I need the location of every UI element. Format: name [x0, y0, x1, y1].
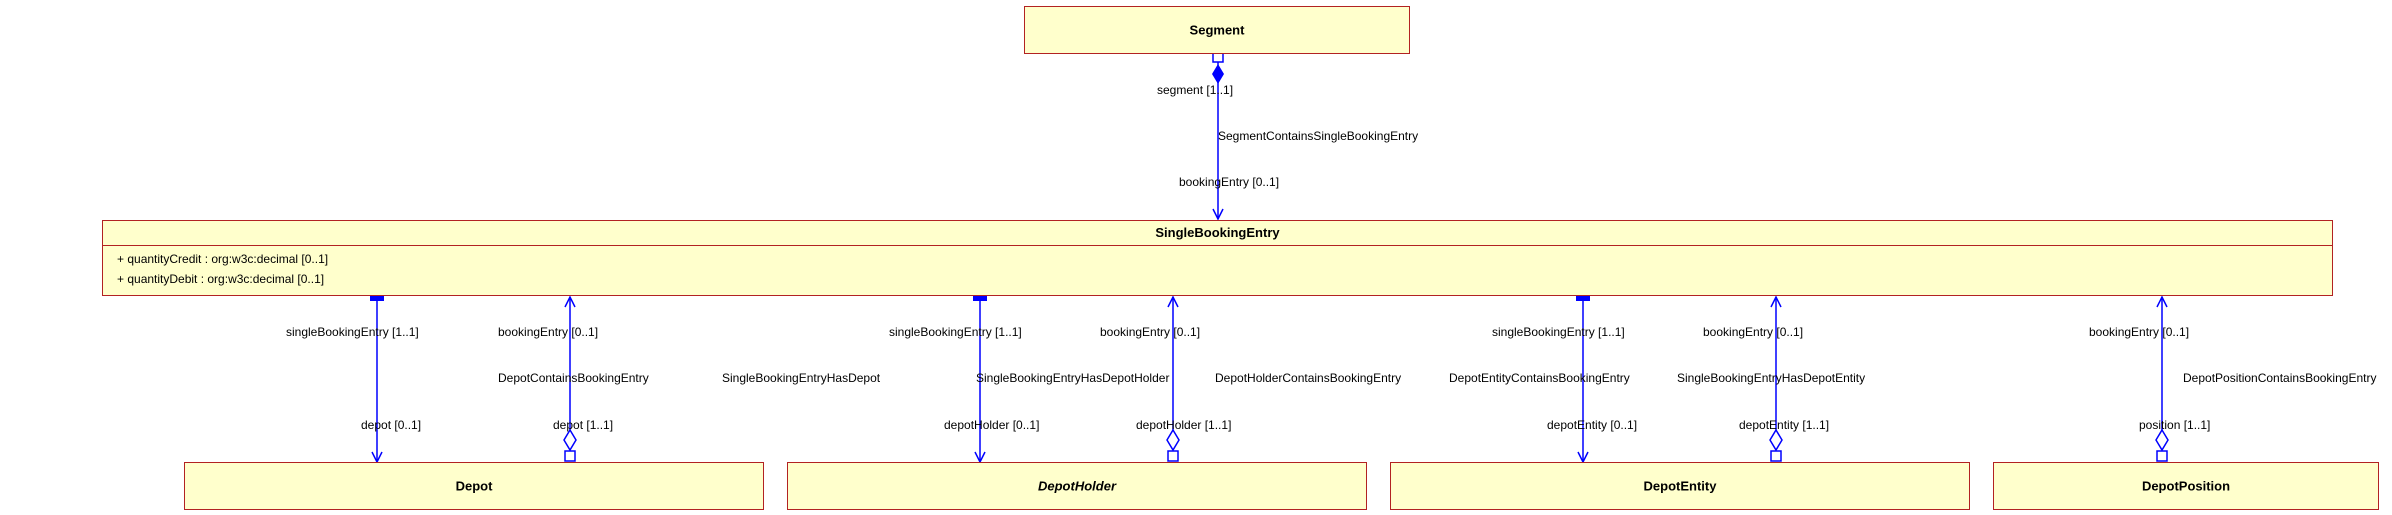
role-label-booking-entry: bookingEntry [0..1]: [1179, 175, 1280, 189]
role-label-segment: segment [1..1]: [1157, 83, 1234, 97]
class-name: Depot: [455, 478, 493, 494]
depot-contains-connector[interactable]: [563, 297, 577, 462]
class-name: SingleBookingEntry: [103, 221, 2332, 246]
association-name-depot-position-contains: DepotPositionContainsBookingEntry: [2183, 371, 2377, 385]
association-name-has-depot-entity: SingleBookingEntryHasDepotEntity: [1677, 371, 1866, 385]
composition-diamond-icon: [1212, 64, 1224, 84]
role-label-booking-entry: bookingEntry [0..1]: [2089, 325, 2190, 339]
aggregation-diamond-icon: [1166, 428, 1180, 452]
class-depot-entity[interactable]: DepotEntity: [1390, 462, 1970, 510]
role-label-booking-entry: bookingEntry [0..1]: [1100, 325, 1201, 339]
role-label-position: position [1..1]: [2139, 418, 2211, 432]
has-depot-holder-connector[interactable]: [973, 296, 987, 462]
association-name-depot-contains: DepotContainsBookingEntry: [498, 371, 649, 385]
depot-position-contains-connector[interactable]: [2155, 297, 2169, 462]
port-square-icon: [2156, 450, 2168, 462]
class-single-booking-entry[interactable]: SingleBookingEntry + quantityCredit : or…: [102, 220, 2333, 296]
port-square-icon: [1770, 450, 1782, 462]
association-name-depot-entity-contains: DepotEntityContainsBookingEntry: [1449, 371, 1630, 385]
port-bar-icon: [973, 296, 987, 301]
class-depot[interactable]: Depot: [184, 462, 764, 510]
aggregation-diamond-icon: [2155, 428, 2169, 452]
aggregation-diamond-icon: [563, 428, 577, 452]
role-label-depot: depot [1..1]: [553, 418, 614, 432]
role-label-booking-entry: bookingEntry [0..1]: [498, 325, 599, 339]
association-name-has-depot: SingleBookingEntryHasDepot: [722, 371, 881, 385]
association-name-depot-holder-contains: DepotHolderContainsBookingEntry: [1215, 371, 1402, 385]
has-depot-entity-connector[interactable]: [1576, 296, 1590, 462]
class-name: DepotHolder: [1038, 478, 1116, 494]
port-bar-icon: [370, 296, 384, 301]
association-name-has-depot-holder: SingleBookingEntryHasDepotHolder: [976, 371, 1170, 385]
attribute-list: + quantityCredit : org:w3c:decimal [0..1…: [103, 246, 2332, 289]
has-depot-connector[interactable]: [370, 296, 384, 462]
class-name: DepotEntity: [1643, 478, 1717, 494]
port-bar-icon: [1576, 296, 1590, 301]
class-depot-position[interactable]: DepotPosition: [1993, 462, 2379, 510]
class-name: Segment: [1189, 22, 1245, 38]
aggregation-diamond-icon: [1769, 428, 1783, 452]
class-segment[interactable]: Segment: [1024, 6, 1410, 54]
depot-entity-contains-connector[interactable]: [1769, 297, 1783, 462]
role-label-depot: depot [0..1]: [361, 418, 422, 432]
class-depot-holder[interactable]: DepotHolder: [787, 462, 1367, 510]
port-square-icon: [564, 450, 576, 462]
role-label-booking-entry: bookingEntry [0..1]: [1703, 325, 1804, 339]
role-label-single-booking-entry: singleBookingEntry [1..1]: [1492, 325, 1625, 339]
depot-holder-contains-connector[interactable]: [1166, 297, 1180, 462]
role-label-single-booking-entry: singleBookingEntry [1..1]: [889, 325, 1022, 339]
role-label-depot-holder: depotHolder [1..1]: [1136, 418, 1232, 432]
role-label-single-booking-entry: singleBookingEntry [1..1]: [286, 325, 419, 339]
role-label-depot-holder: depotHolder [0..1]: [944, 418, 1040, 432]
role-label-depot-entity: depotEntity [0..1]: [1547, 418, 1638, 432]
role-label-depot-entity: depotEntity [1..1]: [1739, 418, 1830, 432]
port-square-icon: [1167, 450, 1179, 462]
association-name-segment-contains: SegmentContainsSingleBookingEntry: [1218, 129, 1419, 143]
attribute-quantity-debit: + quantityDebit : org:w3c:decimal [0..1]: [117, 272, 325, 286]
attribute-quantity-credit: + quantityCredit : org:w3c:decimal [0..1…: [117, 252, 329, 266]
class-name: DepotPosition: [2141, 478, 2231, 494]
